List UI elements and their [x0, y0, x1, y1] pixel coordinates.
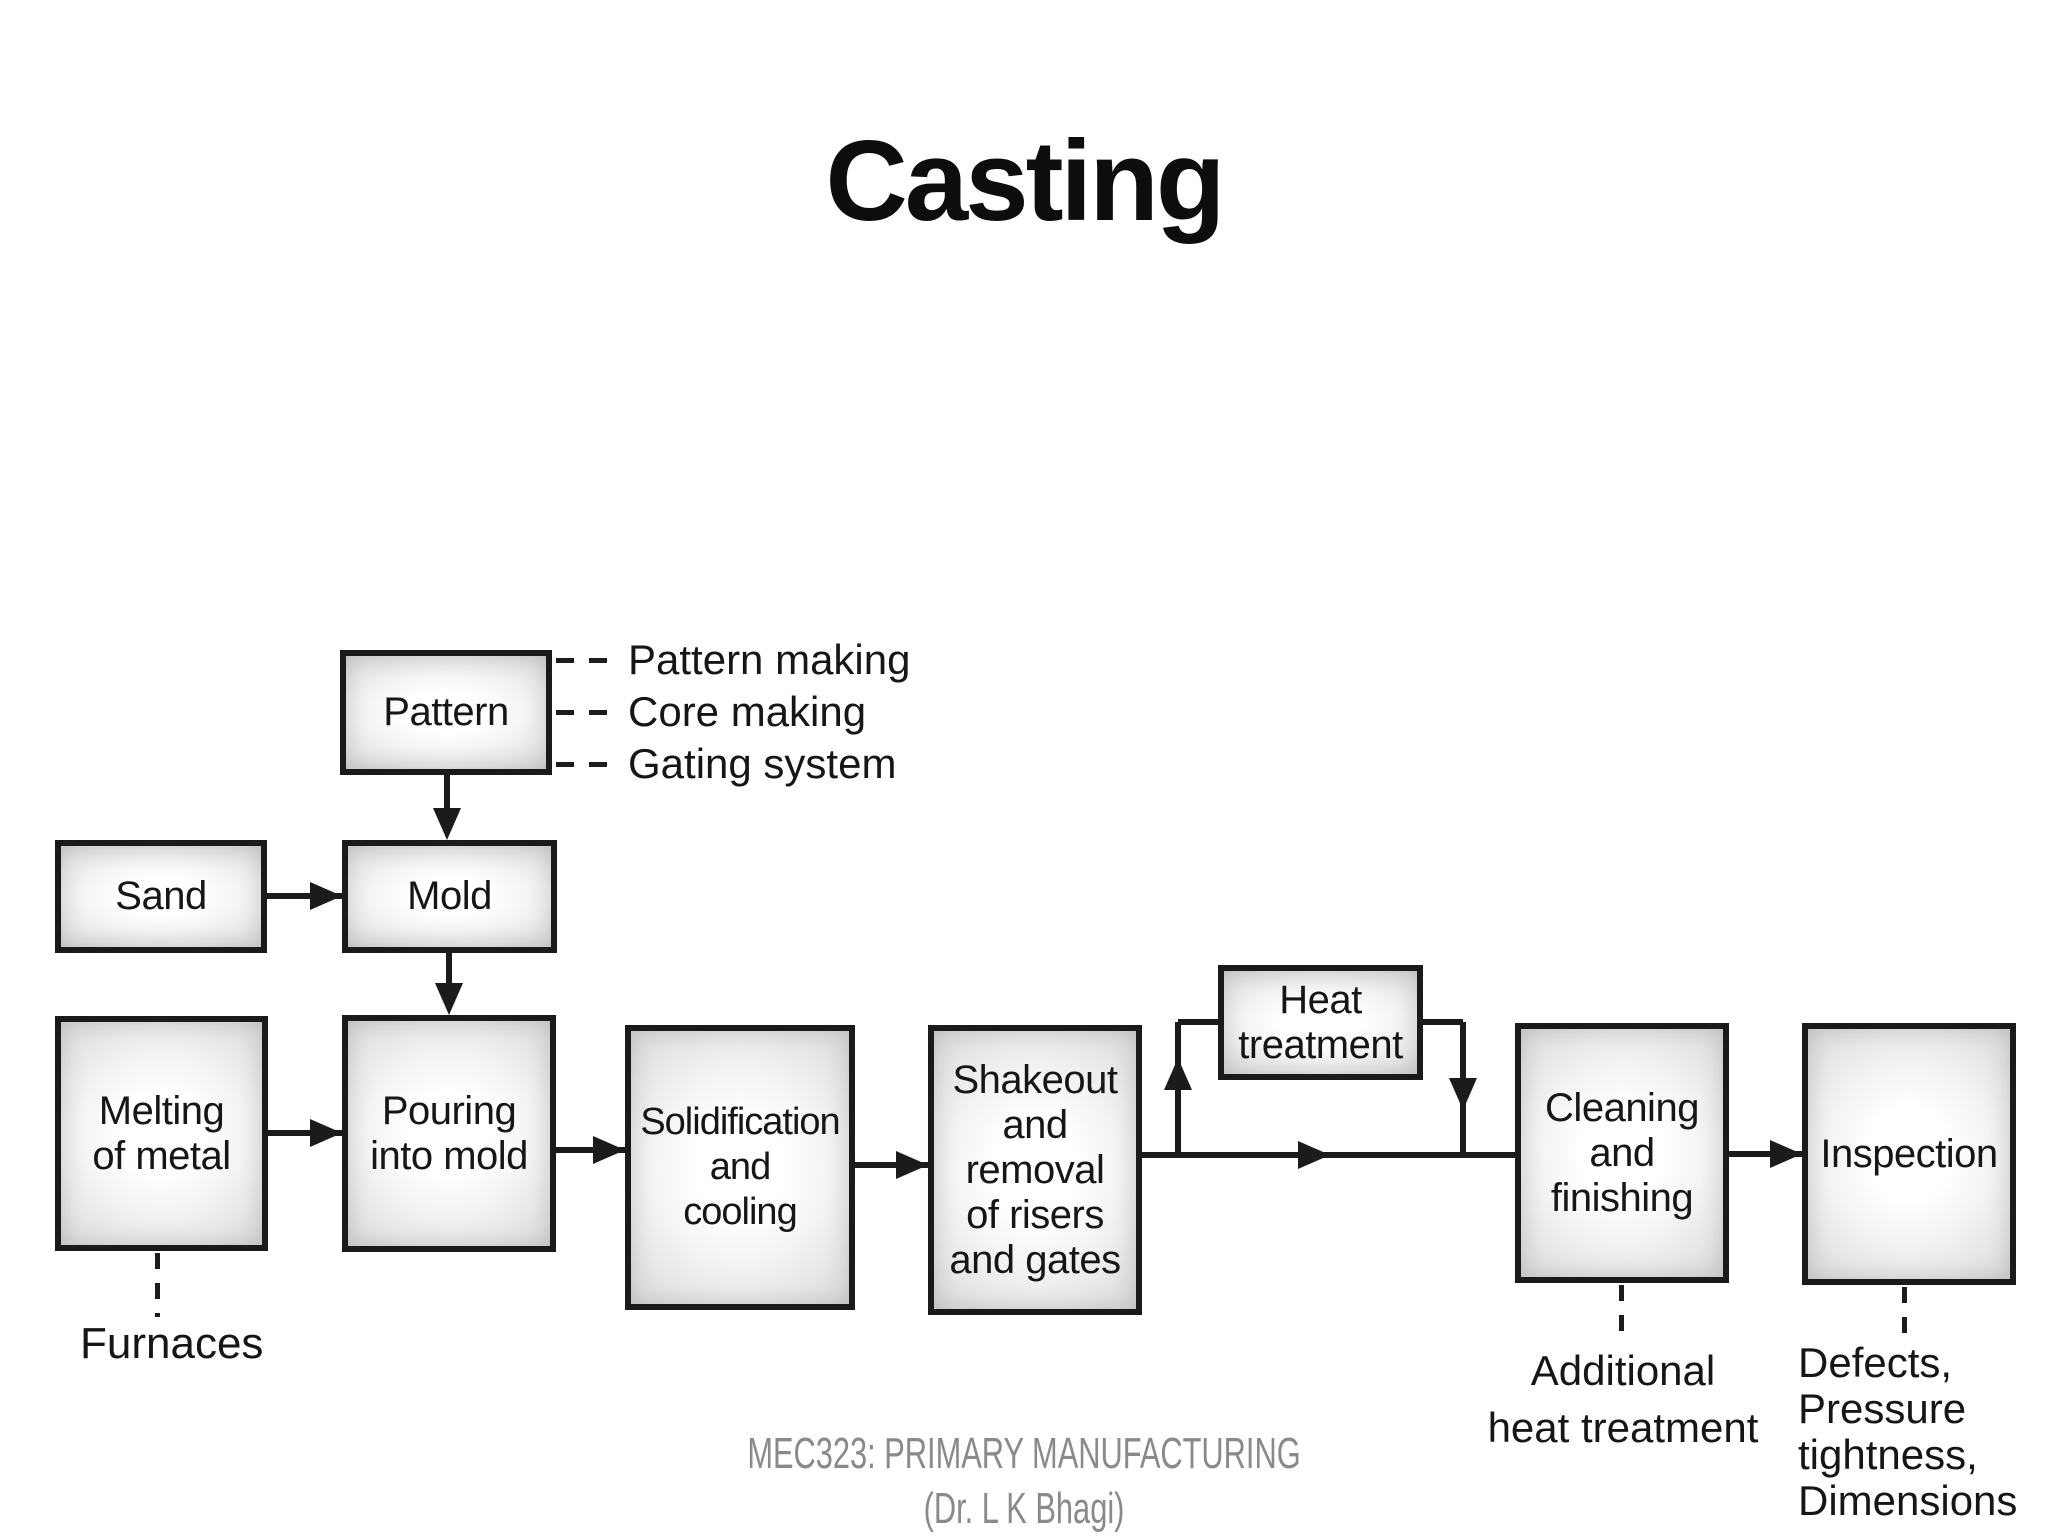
box-label: into mold [370, 1133, 528, 1178]
note-line: Dimensions [1798, 1477, 2018, 1524]
arrow-right-icon [896, 1151, 928, 1179]
box-label: cooling [683, 1191, 797, 1233]
pattern-note-line: Core making [628, 688, 867, 735]
box-label: of risers [966, 1192, 1104, 1237]
flow-box-inspection: Inspection [1802, 1023, 2016, 1285]
note-line: heat treatment [1487, 1404, 1759, 1451]
connector-pattern-to-mold [444, 775, 450, 815]
connector-cleaning-to-inspection [1729, 1151, 1802, 1157]
slide-footer: MEC323: PRIMARY MANUFACTURING (Dr. L K B… [307, 1426, 1741, 1536]
box-label: and gates [949, 1237, 1121, 1282]
flow-box-solidification-and-cooling: Solidification and cooling [625, 1025, 855, 1310]
box-label: and [1002, 1102, 1068, 1147]
note-line: tightness, [1798, 1431, 1978, 1478]
pattern-note-line: Gating system [628, 740, 897, 787]
arrow-right-icon [593, 1136, 625, 1164]
box-label: Melting [98, 1088, 225, 1133]
flow-box-pouring-into-mold: Pouring into mold [342, 1015, 556, 1252]
flow-box-mold: Mold [342, 840, 557, 953]
note-line: Additional [1530, 1347, 1716, 1394]
flow-box-heat-treatment: Heat treatment [1218, 965, 1423, 1080]
box-label: and [1589, 1130, 1655, 1175]
pattern-notes: Pattern making Core making Gating system [628, 634, 910, 790]
flow-box-cleaning-and-finishing: Cleaning and finishing [1515, 1023, 1729, 1283]
dashed-line-inspection-checks [1902, 1287, 1907, 1342]
box-label: Solidification [640, 1101, 840, 1143]
box-label: finishing [1550, 1175, 1694, 1220]
arrow-up-icon [1164, 1058, 1192, 1090]
footer-author: (Dr. L K Bhagi) [923, 1484, 1125, 1533]
arrow-down-icon [1449, 1078, 1477, 1110]
dashed-line-gating-system [556, 762, 622, 767]
flow-box-pattern: Pattern [340, 650, 552, 775]
arrow-right-icon [310, 1119, 342, 1147]
arrow-down-icon [433, 808, 461, 840]
dashed-line-pattern-making [556, 658, 622, 663]
connector-mold-to-pouring [446, 953, 452, 991]
footer-course: MEC323: PRIMARY MANUFACTURING [747, 1429, 1301, 1478]
page-title: Casting [825, 118, 1225, 245]
note-line: Pressure [1798, 1385, 1967, 1432]
box-label: removal [965, 1147, 1105, 1192]
arrow-right-icon [1298, 1141, 1330, 1169]
box-label: Inspection [1820, 1131, 1998, 1176]
connector-heat-treatment-right [1423, 1019, 1463, 1025]
box-label: Heat [1279, 977, 1362, 1022]
pattern-note-line: Pattern making [628, 636, 911, 683]
box-label: Mold [407, 874, 492, 918]
box-label: Pattern [383, 690, 509, 734]
dashed-line-core-making [556, 710, 622, 715]
dashed-line-furnaces [155, 1253, 160, 1317]
dashed-line-additional-heat-treatment [1619, 1285, 1624, 1343]
box-label: Cleaning [1545, 1085, 1699, 1130]
connector-sand-to-mold [267, 893, 342, 899]
note-line: Defects, [1798, 1339, 1953, 1386]
furnaces-note: Furnaces [80, 1319, 264, 1368]
arrow-down-icon [435, 983, 463, 1015]
additional-heat-treatment-note: Additional heat treatment [1482, 1342, 1764, 1456]
box-label: Shakeout [952, 1057, 1118, 1102]
box-label: treatment [1238, 1022, 1403, 1067]
connector-pouring-to-solidification [556, 1147, 625, 1153]
flow-box-sand: Sand [55, 840, 267, 953]
connector-melting-to-pouring [268, 1130, 342, 1136]
inspection-checks-note: Defects, Pressure tightness, Dimensions [1798, 1340, 2017, 1524]
box-label: Pouring [381, 1088, 517, 1133]
box-label: of metal [92, 1133, 231, 1178]
flow-box-shakeout: Shakeout and removal of risers and gates [928, 1025, 1142, 1315]
connector-solidification-to-shakeout [855, 1162, 928, 1168]
box-label: Sand [115, 874, 207, 918]
box-label: and [709, 1146, 771, 1188]
connector-heat-treatment-left [1178, 1019, 1218, 1025]
arrow-right-icon [310, 882, 342, 910]
flow-box-melting-of-metal: Melting of metal [55, 1016, 268, 1251]
arrow-right-icon [1770, 1140, 1802, 1168]
